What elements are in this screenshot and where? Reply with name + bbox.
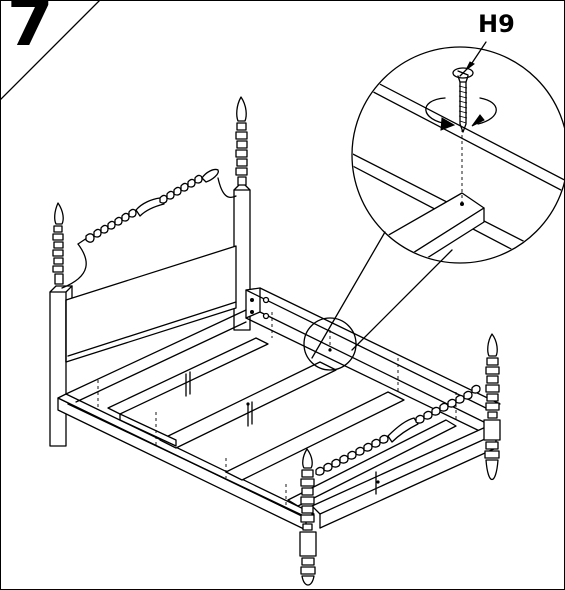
detail-callout-lines	[311, 231, 453, 359]
step-number: 7	[6, 0, 54, 61]
alignment-guides	[97, 312, 457, 506]
bed-frame-rails	[57, 287, 501, 531]
step-badge-divider	[0, 0, 101, 101]
step-badge: 7	[0, 0, 100, 100]
detail-location-circle	[303, 317, 357, 371]
screw-icon	[452, 67, 474, 133]
part-label-leader	[465, 41, 487, 71]
detail-magnifier-circle	[351, 46, 565, 264]
part-label: H9	[478, 10, 515, 38]
clockwise-rotation-arrow-icon	[425, 97, 497, 131]
bed-slats	[107, 337, 457, 507]
footboard-spindle	[315, 384, 481, 476]
headboard-spindle	[61, 168, 237, 289]
footboard	[299, 333, 501, 586]
